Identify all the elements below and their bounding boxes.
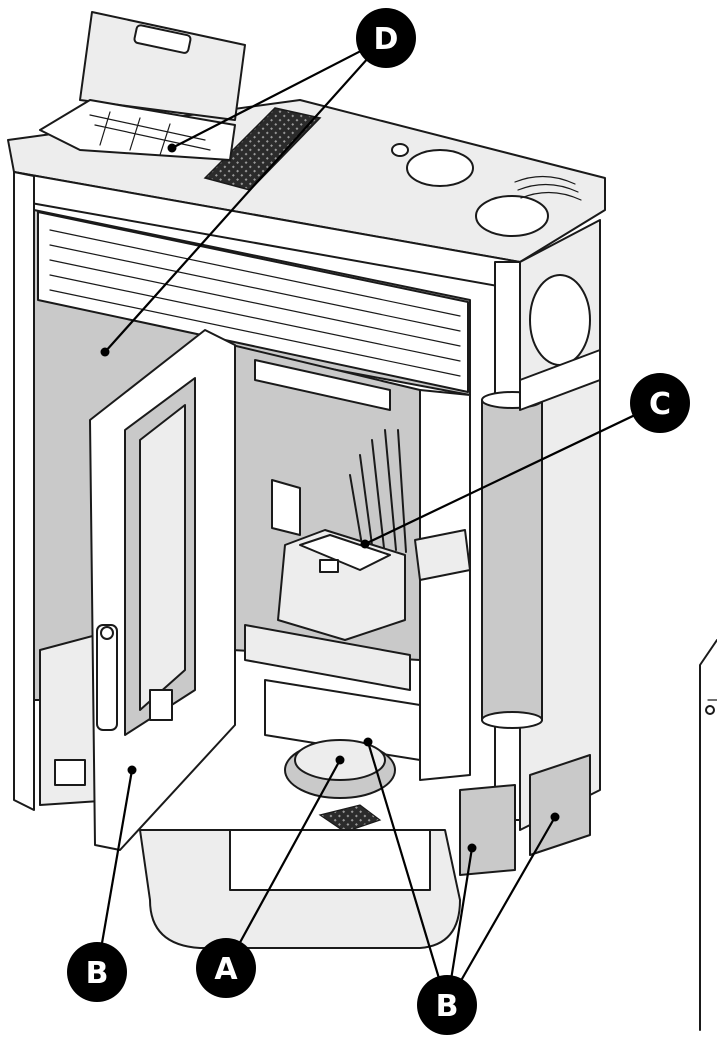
leader-lines — [95, 37, 661, 1006]
burn-pot — [277, 529, 406, 641]
top-mesh-grille — [203, 107, 322, 191]
hopper-lid — [79, 11, 246, 121]
leader-dots — [100, 143, 560, 853]
callout-B-left: B — [67, 942, 127, 1002]
callout-C: C — [630, 373, 690, 433]
callout-B-right: B — [417, 975, 477, 1035]
callout-A-label: A — [214, 952, 238, 987]
callout-B-left-label: B — [86, 956, 109, 991]
callout-A: A — [196, 938, 256, 998]
flue-pipe — [481, 391, 543, 729]
callout-D: D — [356, 8, 416, 68]
callout-B-right-label: B — [436, 989, 459, 1024]
blower-fan — [284, 739, 396, 799]
callout-C-label: C — [649, 387, 671, 422]
inspection-cover-1 — [459, 784, 516, 876]
side-detail-partial — [699, 639, 717, 1031]
top-opening-2 — [475, 195, 549, 237]
inspection-cover-2 — [529, 754, 591, 856]
stove-body — [7, 11, 606, 949]
callout-D-label: D — [374, 22, 399, 57]
open-door — [89, 329, 236, 851]
top-opening-1 — [406, 149, 474, 187]
